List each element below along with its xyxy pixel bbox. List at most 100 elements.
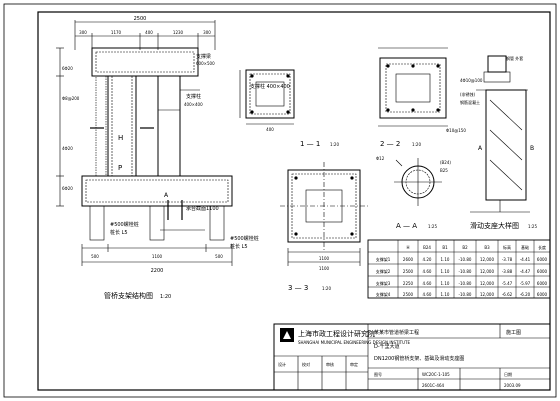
slide-detail (470, 55, 530, 213)
table-header-cell: B3 (484, 245, 490, 250)
outer-frame (3, 3, 557, 398)
institute-name: 上海市政工程设计研究院 (298, 329, 375, 338)
table-header-cell: H (406, 245, 409, 250)
table-cell: -3.88 (502, 269, 513, 274)
table-cell: 2600 (403, 257, 414, 262)
main-elevation (56, 20, 233, 266)
table-header-cell: 长度 (538, 244, 546, 250)
param-table-grid (367, 239, 551, 299)
label-b25: B25 (440, 168, 448, 173)
label-bar-6b: 6Φ20 (62, 186, 73, 191)
table-cell: 4.60 (423, 281, 432, 286)
drawing-no-label: 图号 (374, 371, 382, 377)
table-header-cell: B24 (423, 245, 431, 250)
section-3-3-dots (294, 176, 354, 236)
title-main-scale: 1:20 (160, 294, 171, 300)
label-pile-len: 桩长 L5 (110, 229, 128, 236)
section-a-a (394, 158, 442, 206)
dim-top-1230: 1230 (173, 30, 184, 35)
section-22-title: 2 — 2 (380, 140, 400, 148)
label-h: H (118, 134, 123, 142)
table-cell: -4.41 (520, 257, 531, 262)
label-b-mark: B (530, 145, 534, 152)
section-33-scale: 1:20 (322, 286, 331, 291)
date-label: 日期 (504, 371, 512, 377)
table-cell: 12,000 (480, 269, 494, 274)
project-stage: 施工图 (506, 329, 521, 336)
table-cell: 支撑架4 (376, 291, 391, 297)
s11-dim: 400 (266, 127, 274, 132)
dim-bottom-500b: 500 (215, 254, 223, 259)
table-cell: -4.47 (520, 269, 531, 274)
s11-column-label: 支撑柱 400×400 (250, 83, 290, 90)
institute-name-en: SHANGHAI MUNICIPAL ENGINEERING DESIGN IN… (298, 340, 410, 345)
label-pipe: 钢管 外套 (506, 55, 523, 61)
main-elevation-text: 2500 300 1170 400 1230 300 支撑梁 600×500 支… (62, 16, 223, 300)
institute-logo (280, 328, 294, 342)
dim-top-1170: 1170 (111, 30, 122, 35)
section-aa-scale: 1:25 (428, 224, 437, 229)
label-beam-size: 600×500 (196, 61, 215, 66)
label-bar-d10: Φ10@150 (446, 128, 466, 133)
label-bar-12: Φ12 (376, 156, 385, 161)
table-cell: 1.10 (441, 281, 450, 286)
label-a-mark-right: A (478, 145, 483, 152)
section-22-scale: 1:20 (412, 142, 421, 147)
dim-top-300a: 300 (79, 30, 87, 35)
label-pile-len2: 桩长 L5 (230, 243, 248, 250)
label-beam: 支撑梁 (196, 53, 211, 60)
project-name: 某某市管道桥梁工程 (374, 329, 419, 336)
dim-bottom-total: 2200 (151, 268, 164, 274)
table-header-cell: B1 (442, 245, 448, 250)
table-cell: 2500 (403, 269, 414, 274)
label-ref2: (非锈蚀) (460, 91, 476, 97)
table-cell: -5.97 (520, 281, 531, 286)
title-main: 管桥支架结构图 (104, 291, 153, 300)
section-11-title: 1 — 1 (300, 140, 320, 148)
dim-top-400: 400 (145, 30, 153, 35)
section-aa-title: A — A (396, 222, 417, 230)
date-value: 2003.09 (504, 383, 521, 388)
section-3-3 (280, 162, 368, 266)
table-cell: 6000 (537, 292, 548, 297)
section-1-1 (239, 69, 295, 125)
table-cell: 2250 (403, 281, 414, 286)
table-cell: 1.10 (441, 257, 450, 262)
drawing-no: WC20C-1-105 (422, 372, 450, 377)
dim-bottom-1100: 1100 (152, 254, 163, 259)
sign-approve: 审定 (350, 361, 358, 367)
sign-review: 审核 (326, 361, 334, 367)
table-cell: 4.20 (423, 257, 432, 262)
title-block-grid (273, 323, 551, 391)
label-column-size: 400×400 (184, 102, 203, 107)
table-cell: 4.60 (423, 292, 432, 297)
table-cell: -6.20 (520, 292, 531, 297)
label-pile-note: #500螺栓桩 (110, 221, 139, 228)
label-b24: (B24) (440, 160, 451, 165)
label-p: P (118, 164, 122, 172)
label-column: 支撑柱 (186, 93, 201, 100)
slide-detail-title: 滑动支座大样图 (470, 221, 519, 230)
table-cell: 支撑架3 (376, 280, 391, 286)
table-cell: 2500 (403, 292, 414, 297)
sign-design: 设计 (278, 361, 286, 367)
table-cell: 1.10 (441, 269, 450, 274)
table-cell: -10.80 (459, 257, 472, 262)
table-header-cell: B2 (462, 245, 468, 250)
label-base-note: 承台截面1100 (186, 205, 219, 212)
table-cell: 支撑架2 (376, 268, 391, 274)
table-cell: 6000 (537, 281, 548, 286)
label-bar-8: Φ8@200 (62, 96, 80, 101)
sheet-no: 2601C-464 (422, 383, 445, 388)
section-33-title: 3 — 3 (288, 284, 308, 292)
label-pile-note2: #500螺栓桩 (230, 235, 259, 242)
label-ref1: 4Φ10@100 (460, 78, 483, 83)
table-header-cell: 基础 (521, 244, 529, 250)
label-bar-4: 4Φ20 (62, 146, 73, 151)
table-cell: 支撑架1 (376, 256, 391, 262)
section-2-2 (378, 47, 448, 127)
table-cell: -5.47 (502, 281, 513, 286)
drawing-name-1: D-千里大道 (374, 343, 400, 350)
